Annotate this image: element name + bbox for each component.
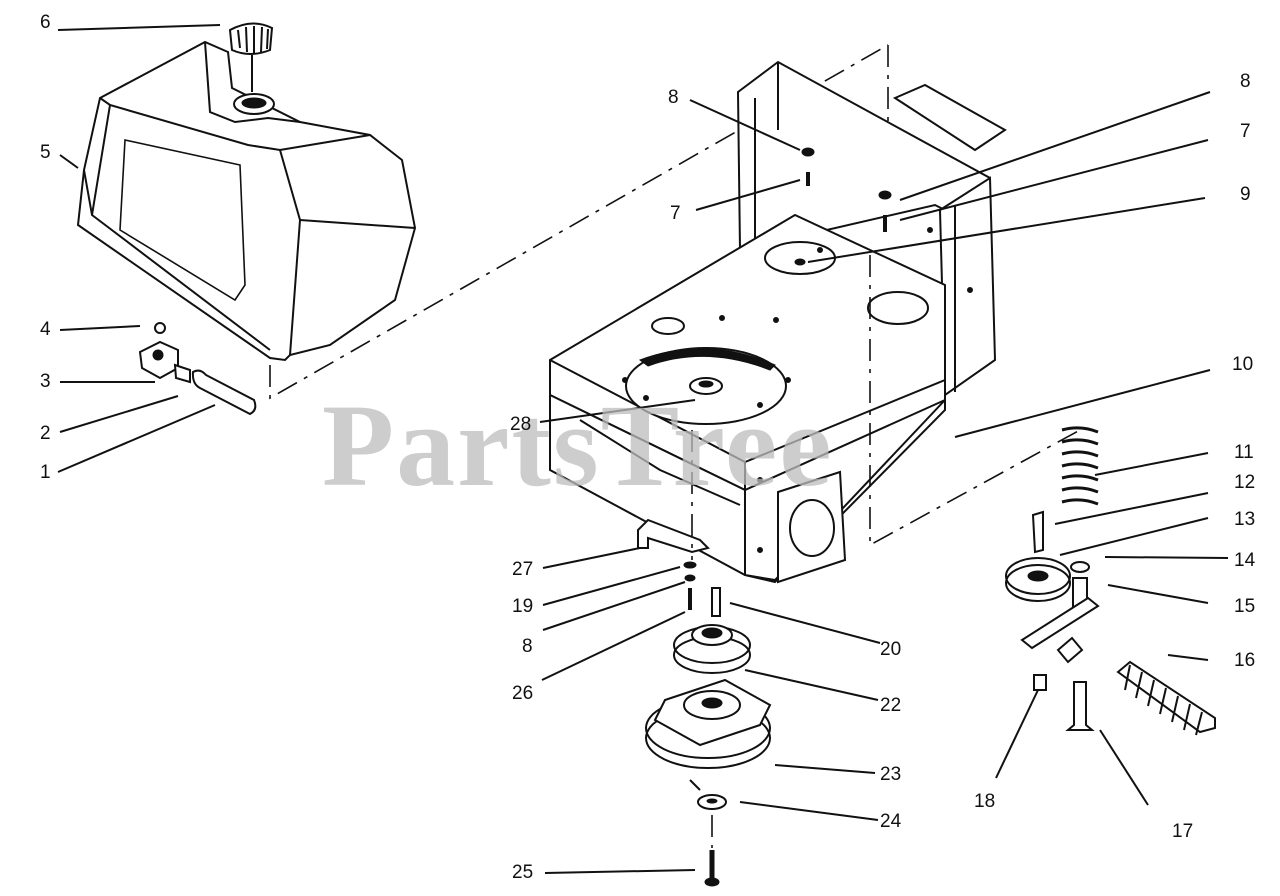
watermark: PartsTree — [322, 380, 834, 511]
fuel-valve — [138, 322, 257, 416]
engine-pulley — [673, 624, 751, 674]
callout-7-upper-right: 7 — [1240, 121, 1251, 142]
callout-8-upper-right: 8 — [1240, 71, 1251, 92]
callout-13: 13 — [1234, 509, 1256, 530]
callout-10: 10 — [1232, 354, 1254, 375]
callout-25: 25 — [512, 862, 534, 883]
callout-23: 23 — [880, 764, 902, 785]
bracket — [637, 518, 710, 554]
callout-17: 17 — [1172, 821, 1194, 842]
callout-11: 11 — [1234, 442, 1254, 463]
clutch-hardware — [683, 430, 721, 617]
electric-clutch — [645, 678, 772, 791]
clutch-bolt — [697, 794, 727, 887]
callout-14: 14 — [1234, 550, 1256, 571]
leader-lines — [57, 24, 1229, 874]
callout-27: 27 — [512, 559, 534, 580]
callout-9: 9 — [1240, 184, 1251, 205]
callout-2: 2 — [40, 423, 51, 444]
callout-18: 18 — [974, 791, 996, 812]
callout-5: 5 — [40, 142, 51, 163]
callout-16: 16 — [1234, 650, 1256, 671]
callout-8-lower: 8 — [522, 636, 533, 657]
frame-guide — [869, 255, 1081, 547]
callout-28: 28 — [510, 414, 532, 435]
callout-3: 3 — [40, 371, 51, 392]
fuel-cap — [228, 22, 274, 92]
callout-4: 4 — [40, 319, 51, 340]
callout-20: 20 — [880, 639, 902, 660]
callout-19: 19 — [512, 596, 534, 617]
fuel-tank — [76, 40, 417, 362]
mower-frame — [549, 60, 1007, 584]
idler-assembly — [1005, 426, 1216, 736]
callout-12: 12 — [1234, 472, 1256, 493]
callout-26: 26 — [512, 683, 534, 704]
upper-bolts — [794, 147, 892, 266]
callout-1: 1 — [40, 462, 51, 483]
callout-24: 24 — [880, 811, 902, 832]
callout-7-upper-left: 7 — [670, 203, 681, 224]
callout-6: 6 — [40, 12, 51, 33]
callout-22: 22 — [880, 695, 902, 716]
tank-mount-guide — [269, 44, 889, 400]
callout-8-upper-left: 8 — [668, 87, 679, 108]
callout-15: 15 — [1234, 596, 1256, 617]
